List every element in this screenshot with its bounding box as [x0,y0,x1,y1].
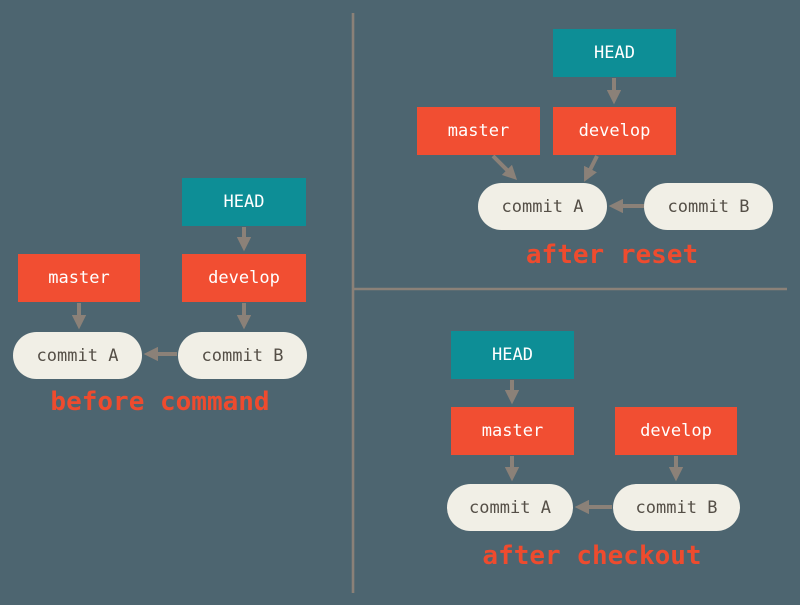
checkout-head-box: HEAD [451,331,574,379]
reset-caption: after reset [525,240,699,270]
reset-head-box: HEAD [553,29,676,77]
before-master-box: master [18,254,140,302]
reset-master-box: master [417,107,540,155]
reset-arrow-develop-to-commit-a [584,155,599,182]
before-head-box: HEAD [182,178,306,226]
before-develop-box: develop [182,254,306,302]
checkout-commit-a-pill: commit A [447,484,573,531]
checkout-commit-b-pill: commit B [613,484,740,531]
reset-arrow-master-to-commit-a [491,154,518,181]
before-commit-b-pill: commit B [178,332,307,379]
checkout-caption: after checkout [482,541,702,571]
checkout-master-box: master [451,407,574,455]
reset-commit-a-pill: commit A [478,183,607,230]
before-commit-a-pill: commit A [13,332,142,379]
checkout-develop-box: develop [615,407,737,455]
reset-develop-box: develop [553,107,676,155]
before-caption: before command [50,387,270,417]
reset-commit-b-pill: commit B [644,183,773,230]
